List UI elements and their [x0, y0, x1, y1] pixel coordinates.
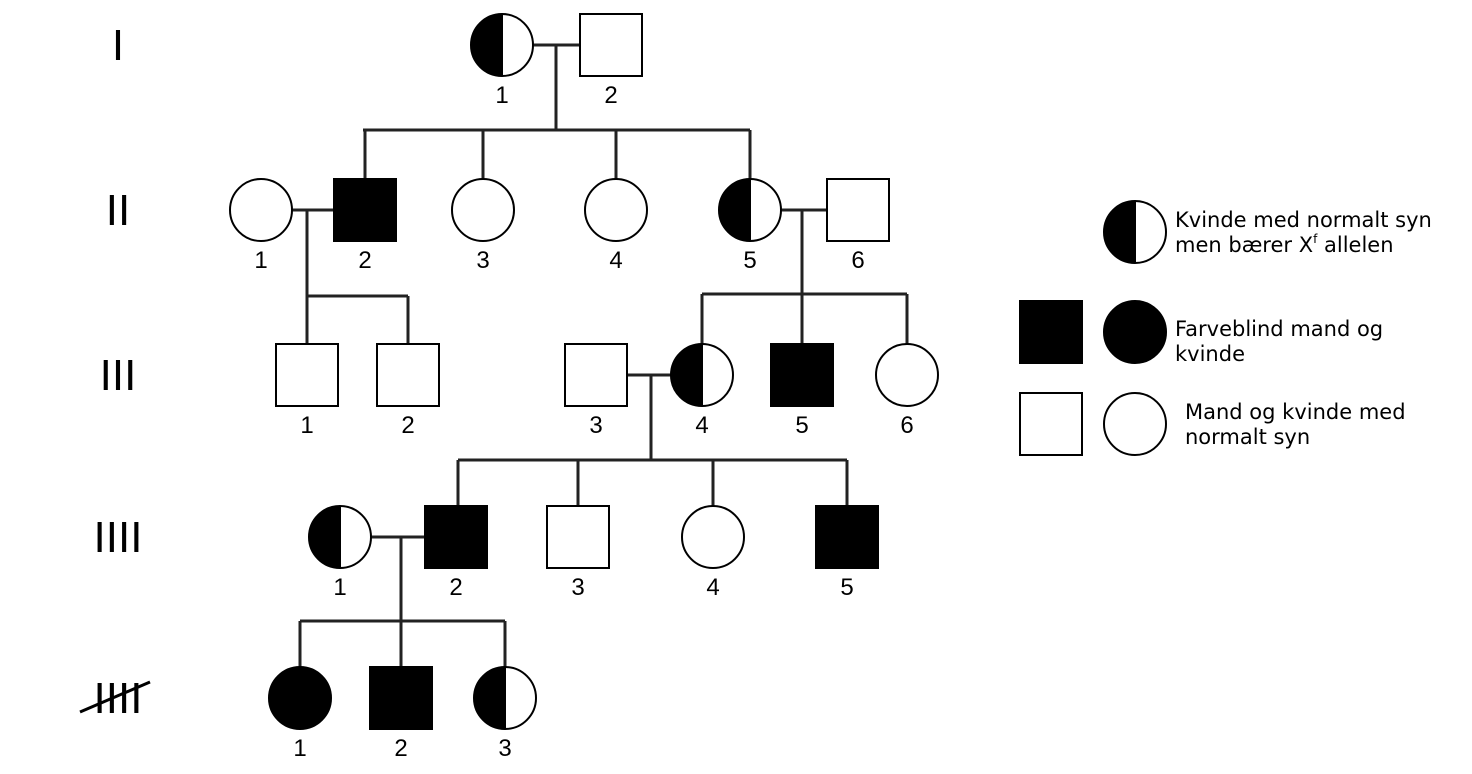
female-circle [1103, 300, 1167, 364]
individual-number: 6 [900, 412, 913, 439]
individual-number: 1 [254, 247, 267, 274]
individual-number: 4 [706, 574, 719, 601]
female-circle [875, 343, 939, 407]
individual-I-2: 2 [579, 13, 643, 109]
legend-carrier-text-2: men bærer Xf allelen [1175, 232, 1394, 257]
individual-II-3: 3 [451, 178, 515, 274]
individual-number: 1 [495, 82, 508, 109]
individual-III-6: 6 [875, 343, 939, 439]
male-square [579, 13, 643, 77]
individual-II-6: 6 [826, 178, 890, 274]
individual-number: 5 [840, 574, 853, 601]
male-square [1019, 392, 1083, 456]
individual-IV-5: 5 [815, 505, 879, 601]
individual-number: 5 [795, 412, 808, 439]
male-square [826, 178, 890, 242]
individual-number: 3 [476, 247, 489, 274]
individual-II-5: 5 [718, 178, 782, 274]
female-circle [451, 178, 515, 242]
individual-number: 3 [589, 412, 602, 439]
individual-number: 2 [604, 82, 617, 109]
legend-normal-female-symbol [1103, 392, 1167, 456]
individual-III-2: 2 [376, 343, 440, 439]
relationship-lines [292, 43, 909, 667]
male-square [424, 505, 488, 569]
male-square [546, 505, 610, 569]
carrier-half-fill [474, 667, 505, 729]
generation-label-I: I [112, 21, 124, 70]
individual-V-3: 3 [473, 666, 537, 762]
individual-I-1: 1 [470, 13, 534, 109]
female-circle [1103, 392, 1167, 456]
individual-number: 2 [358, 247, 371, 274]
legend-normal-text-2: normalt syn [1185, 425, 1310, 449]
male-square [369, 666, 433, 730]
generation-label-II: II [106, 186, 130, 235]
generation-label-IIII: IIII [94, 513, 143, 562]
individual-III-5: 5 [770, 343, 834, 439]
male-square [275, 343, 339, 407]
female-circle [584, 178, 648, 242]
male-square [564, 343, 628, 407]
carrier-half-fill [719, 179, 750, 241]
individual-number: 1 [300, 412, 313, 439]
individual-number: 6 [851, 247, 864, 274]
legend-normal-text-1: Mand og kvinde med [1185, 400, 1406, 424]
individual-III-1: 1 [275, 343, 339, 439]
individual-II-1: 1 [229, 178, 293, 274]
individual-number: 4 [609, 247, 622, 274]
female-circle [681, 505, 745, 569]
strike-through-mark [79, 680, 151, 714]
individual-IV-2: 2 [424, 505, 488, 601]
individual-II-4: 4 [584, 178, 648, 274]
carrier-half-fill [309, 506, 340, 568]
female-circle [229, 178, 293, 242]
carrier-half-fill [471, 14, 502, 76]
individual-number: 2 [449, 574, 462, 601]
male-square [333, 178, 397, 242]
individual-IV-1: 1 [308, 505, 372, 601]
male-square [376, 343, 440, 407]
individual-IV-3: 3 [546, 505, 610, 601]
female-circle [268, 666, 332, 730]
individual-III-4: 4 [670, 343, 734, 439]
individual-number: 1 [293, 735, 306, 762]
individual-number: 3 [571, 574, 584, 601]
individual-IV-4: 4 [681, 505, 745, 601]
individual-II-2: 2 [333, 178, 397, 274]
individual-number: 2 [401, 412, 414, 439]
individual-number: 2 [394, 735, 407, 762]
individual-number: 1 [333, 574, 346, 601]
carrier-half-fill [671, 344, 702, 406]
carrier-half-fill [1104, 201, 1135, 263]
male-square [770, 343, 834, 407]
individual-number: 5 [743, 247, 756, 274]
individuals: 1 2 1 2 3 4 5 6 1 2 3 4 5 6 1 2 3 4 5 1 2 3 [229, 13, 939, 762]
legend-normal-male-symbol [1019, 392, 1083, 456]
individual-III-3: 3 [564, 343, 628, 439]
male-square [1019, 300, 1083, 364]
legend-carrier-symbol [1103, 200, 1167, 264]
generation-label-V: IIII [94, 674, 143, 723]
individual-number: 3 [498, 735, 511, 762]
individual-V-1: 1 [268, 666, 332, 762]
individual-number: 4 [695, 412, 708, 439]
legend-affected-female-symbol [1103, 300, 1167, 364]
legend-affected-text-2: kvinde [1175, 342, 1245, 366]
generation-label-III: III [100, 351, 137, 400]
legend-affected-male-symbol [1019, 300, 1083, 364]
legend-carrier-text-1: Kvinde med normalt syn [1175, 208, 1432, 232]
legend-affected-text-1: Farveblind mand og [1175, 317, 1383, 341]
male-square [815, 505, 879, 569]
individual-V-2: 2 [369, 666, 433, 762]
